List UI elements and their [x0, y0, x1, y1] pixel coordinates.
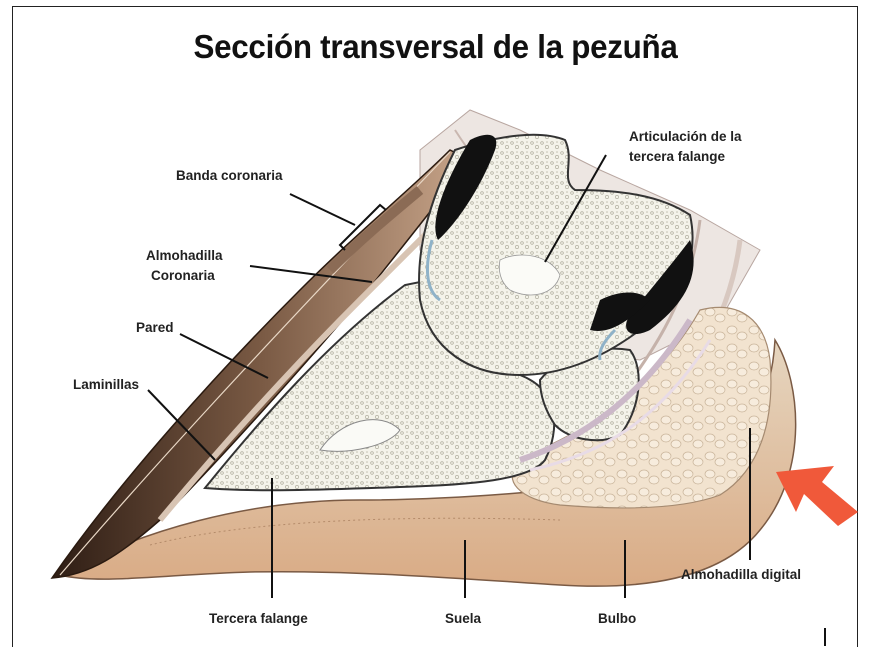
label-banda-coronaria: Banda coronaria [176, 166, 283, 185]
label-almohadilla-digital: Almohadilla digital [681, 565, 801, 584]
leader-banda-coronaria [290, 194, 355, 225]
page-title: Sección transversal de la pezuña [22, 28, 849, 66]
label-articulacion-line1: Articulación de la [629, 127, 742, 146]
label-tercera-falange: Tercera falange [209, 609, 308, 628]
pointer-arrow [776, 466, 858, 526]
label-laminillas: Laminillas [73, 375, 139, 394]
label-pared: Pared [136, 318, 174, 337]
label-articulacion-line2: tercera falange [629, 147, 725, 166]
label-suela: Suela [445, 609, 481, 628]
label-almohadilla-coronaria-line2: Coronaria [151, 266, 215, 285]
label-almohadilla-coronaria-line1: Almohadilla [146, 246, 223, 265]
label-bulbo: Bulbo [598, 609, 636, 628]
